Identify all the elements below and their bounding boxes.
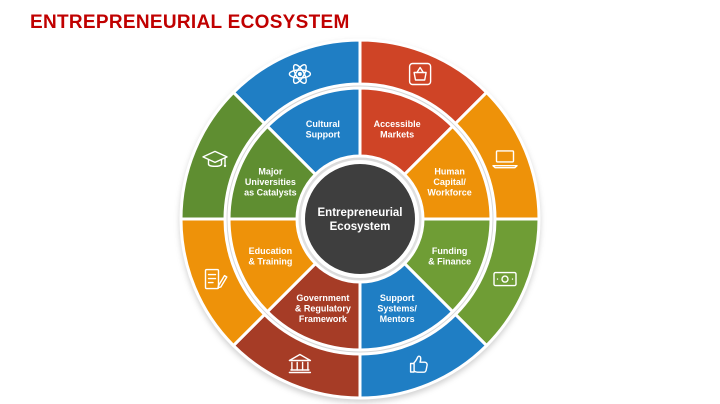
segment-label-funding-finance: Funding& Finance <box>428 246 471 267</box>
segment-label-education-training: Education& Training <box>248 246 292 267</box>
banknote-icon <box>493 271 517 287</box>
label-ring-major-universities-catalysts <box>227 124 317 221</box>
center-hub-circle <box>301 160 419 278</box>
basket-icon <box>408 62 432 86</box>
page-title: ENTREPRENEURIAL ECOSYSTEM <box>30 12 350 33</box>
graduation-cap-icon <box>202 150 228 168</box>
atom-icon <box>288 63 312 85</box>
laptop-icon <box>492 150 518 169</box>
thumbs-up-icon <box>409 355 428 373</box>
clipboard-icon <box>204 268 228 290</box>
bank-icon <box>288 353 312 374</box>
segment-education-training: Education& Training <box>179 217 317 348</box>
